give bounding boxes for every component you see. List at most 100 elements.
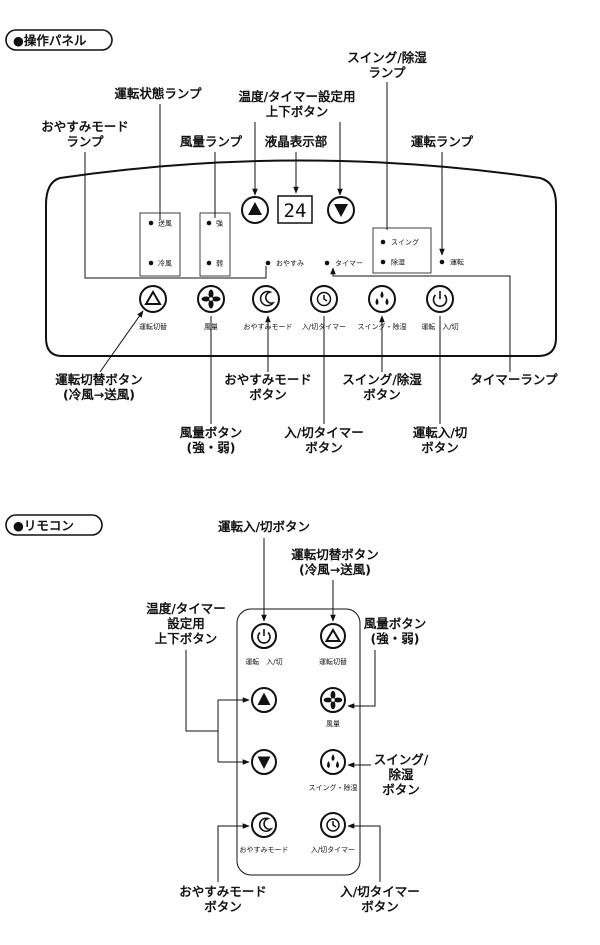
remote-timer-button-label: 入/切タイマー — [311, 845, 355, 854]
panel-mode-button[interactable] — [139, 285, 167, 313]
droplets-icon — [327, 754, 339, 768]
remote-swing-button[interactable] — [320, 749, 346, 775]
remote-callout-updown-2: 設定用 — [167, 616, 205, 631]
remote-outline — [236, 608, 361, 876]
lamp-label-send-wind: 送風 — [158, 219, 172, 228]
remote-callout-sleep-1: おやすみモード — [179, 884, 267, 899]
callout-sleep-lamp-2: ランプ — [66, 134, 104, 149]
panel-sleep-button[interactable] — [252, 285, 280, 313]
callout-swing-button-1: スイング/除湿 — [342, 372, 422, 387]
remote-swing-button-label: スイング・除湿 — [309, 783, 358, 792]
lamp-sleep — [265, 260, 271, 266]
remote-power-button[interactable] — [251, 623, 277, 649]
remote-down-button[interactable] — [251, 749, 277, 775]
remote-callout-fan-2: (強・弱) — [371, 631, 420, 646]
arrow-down-icon — [334, 204, 348, 217]
remote-callout-timer-2: ボタン — [361, 899, 399, 914]
timer-icon — [316, 291, 332, 307]
callout-sleep-lamp-1: おやすみモード — [41, 119, 129, 134]
lamp-label-sleep: おやすみ — [276, 260, 304, 268]
fan-icon — [201, 289, 221, 309]
remote-leader-sleep — [217, 823, 250, 882]
lamp-label-strong: 強 — [216, 220, 223, 228]
remote-timer-button[interactable] — [320, 812, 346, 838]
callout-timer-button-1: 入/切タイマー — [284, 425, 364, 440]
remote-callout-sleep-2: ボタン — [204, 899, 242, 914]
panel-up-button[interactable] — [241, 196, 269, 224]
remote-up-button[interactable] — [251, 687, 277, 713]
callout-power-button-2: ボタン — [421, 440, 459, 455]
triangle-up-icon — [144, 290, 162, 305]
section-header-remote: ●リモコン — [5, 514, 103, 536]
timer-icon — [326, 818, 340, 832]
callout-swing-button-2: ボタン — [363, 387, 401, 402]
remote-leader-fan — [347, 650, 376, 709]
callout-status-lamp: 運転状態ランプ — [114, 86, 202, 101]
remote-mode-button[interactable] — [320, 623, 346, 649]
lcd-display — [277, 195, 313, 224]
callout-sleep-button-2: ボタン — [249, 387, 287, 402]
remote-callout-mode-2: (冷風→送風) — [299, 562, 371, 577]
callout-display: 液晶表示部 — [265, 134, 328, 149]
panel-leader-lines — [84, 82, 511, 424]
remote-leader-updown-stem — [185, 650, 218, 732]
remote-callout-timer-1: 入/切タイマー — [340, 884, 420, 899]
remote-callout-updown-3: 上下ボタン — [155, 631, 218, 646]
remote-leader-timer — [347, 823, 381, 882]
remote-callout-power: 運転入/切ボタン — [218, 519, 310, 534]
remote-callout-swing-2: 除湿 — [388, 767, 414, 782]
lamp-label-swing: スイング — [391, 238, 419, 247]
panel-timer-button[interactable] — [310, 285, 338, 313]
power-icon — [432, 291, 448, 307]
panel-down-button[interactable] — [327, 196, 355, 224]
panel-outline — [45, 159, 557, 357]
callout-updown-1: 温度/タイマー設定用 — [238, 89, 355, 104]
lamp-label-timer: タイマー — [335, 259, 363, 268]
sleep-moon-icon — [258, 817, 274, 832]
remote-mode-button-label: 運転切替 — [319, 657, 347, 666]
callout-swing-lamp-2: ランプ — [368, 65, 406, 80]
callout-updown-2: 上下ボタン — [266, 104, 329, 119]
callout-mode-button-2: (冷風→送風) — [63, 387, 135, 402]
panel-fan-button[interactable] — [197, 285, 225, 313]
leader-mode-button — [99, 310, 144, 373]
callout-sleep-button-1: おやすみモード — [224, 372, 312, 387]
section-title-panel: ●操作パネル — [13, 33, 87, 48]
callout-run-lamp: 運転ランプ — [411, 134, 474, 149]
lamp-box-fan — [199, 212, 231, 277]
triangle-up-icon — [324, 628, 342, 642]
remote-sleep-button-label: おやすみモード — [240, 846, 289, 854]
panel-mode-button-label: 運転切替 — [139, 322, 167, 331]
lamp-cool-wind — [148, 260, 154, 266]
lamp-label-run: 運転 — [450, 258, 464, 267]
lamp-label-weak: 弱 — [216, 260, 223, 268]
remote-callout-updown-1: 温度/タイマー — [146, 601, 226, 616]
arrow-up-icon — [257, 692, 271, 705]
callout-fan-button-1: 風量ボタン — [180, 425, 243, 440]
arrow-up-icon — [248, 202, 262, 215]
panel-power-button[interactable] — [426, 285, 454, 313]
lamp-run — [439, 259, 445, 265]
callout-fan-button-2: (強・弱) — [187, 440, 236, 455]
callout-timer-lamp: タイマーランプ — [470, 372, 558, 387]
leader-sleep-lamp — [84, 152, 267, 279]
remote-fan-button-label: 風量 — [326, 720, 340, 728]
sleep-moon-icon — [259, 290, 276, 307]
remote-sleep-button[interactable] — [251, 812, 277, 838]
remote-leader-lines — [185, 538, 381, 882]
section-header-panel: ●操作パネル — [5, 29, 113, 51]
lamp-label-dehumid: 除湿 — [391, 258, 405, 267]
lamp-swing — [380, 239, 386, 245]
remote-fan-button[interactable] — [320, 687, 346, 713]
power-icon — [257, 629, 271, 644]
remote-callout-swing-1: スイング/ — [374, 752, 429, 767]
lamp-dehumid — [380, 259, 386, 265]
callout-power-button-1: 運転入/切 — [413, 425, 468, 440]
panel-swing-button[interactable] — [368, 285, 396, 313]
section-title-remote: ●リモコン — [13, 518, 74, 533]
remote-callout-mode-1: 運転切替ボタン — [291, 547, 379, 562]
callout-swing-lamp-1: スイング/除湿 — [347, 50, 427, 65]
lamp-label-cool-wind: 冷風 — [158, 259, 172, 268]
lamp-box-swing — [372, 227, 432, 274]
